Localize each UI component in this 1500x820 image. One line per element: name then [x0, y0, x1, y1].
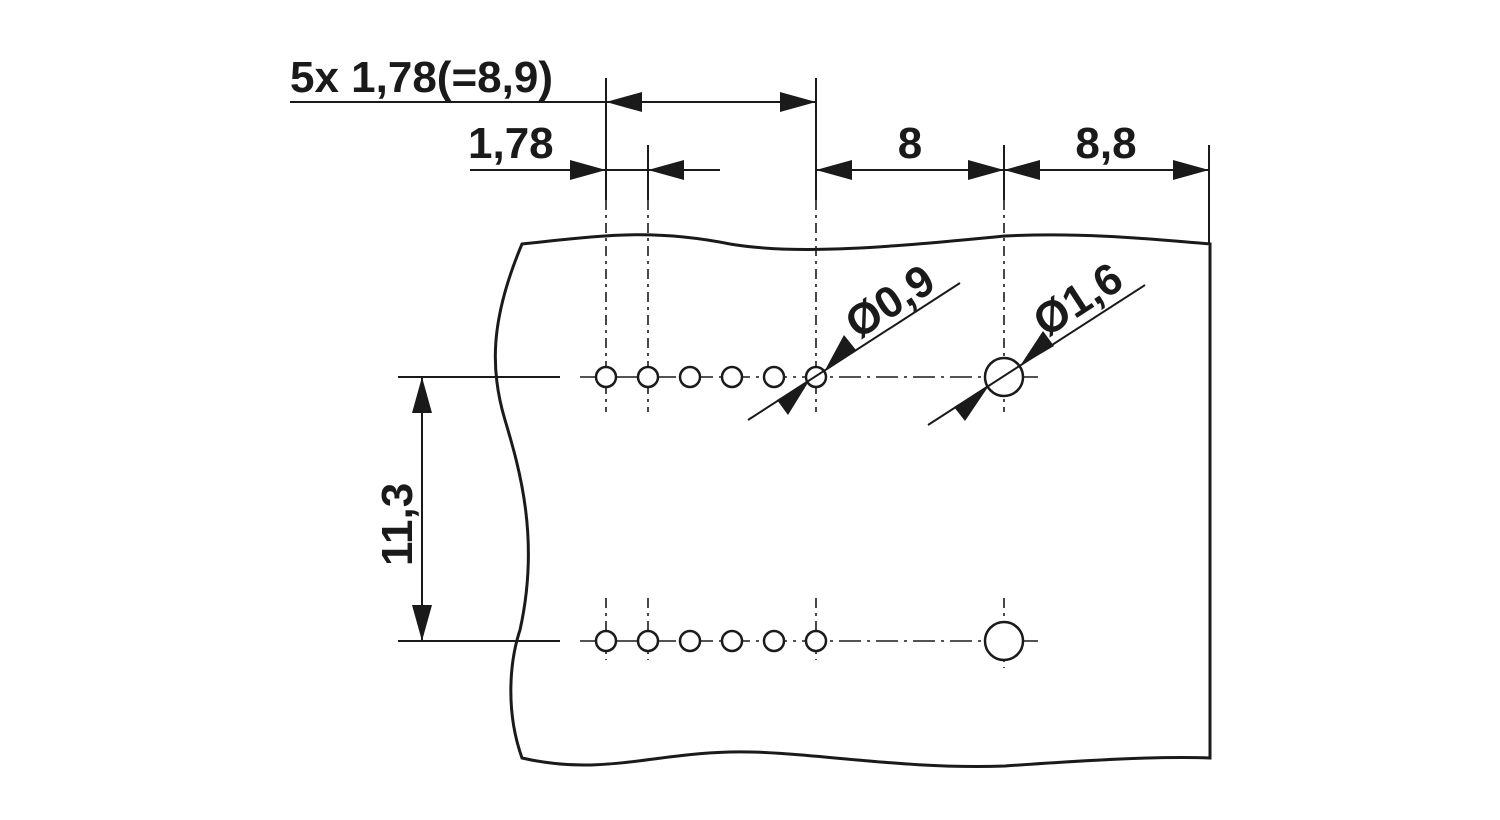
hole-row-top [594, 356, 1025, 398]
dimension-total-pitch: 5x 1,78(=8,9) [290, 53, 816, 112]
label-row-spacing: 11,3 [373, 483, 422, 566]
label-large-hole-diameter: Ø1,6 [1025, 253, 1132, 346]
dimension-pitch: 1,78 [468, 119, 720, 180]
extension-lines [605, 78, 1210, 244]
small-hole [636, 629, 660, 653]
small-hole [720, 629, 744, 653]
dimension-large-hole-diameter: Ø1,6 [927, 253, 1146, 426]
board-outline [493, 233, 1212, 768]
dimension-row-spacing: 11,3 [373, 377, 432, 641]
small-hole [594, 629, 618, 653]
dimension-edge: 8,8 [1004, 119, 1209, 180]
small-hole [678, 365, 702, 389]
small-hole [678, 629, 702, 653]
hole-row-bottom [594, 620, 1025, 662]
label-edge: 8,8 [1075, 119, 1136, 168]
label-offset: 8 [898, 119, 922, 168]
label-total-pitch: 5x 1,78(=8,9) [290, 53, 553, 102]
label-pitch: 1,78 [468, 119, 554, 168]
dimension-small-hole-diameter: Ø0,9 [747, 255, 961, 421]
label-small-hole-diameter: Ø0,9 [837, 255, 944, 348]
small-hole [594, 365, 618, 389]
hole-axis-lines [605, 200, 1005, 668]
small-hole [762, 629, 786, 653]
small-hole [720, 365, 744, 389]
dimension-offset: 8 [816, 119, 1004, 180]
small-hole [804, 629, 828, 653]
small-hole [762, 365, 786, 389]
small-hole [636, 365, 660, 389]
large-hole [983, 620, 1025, 662]
